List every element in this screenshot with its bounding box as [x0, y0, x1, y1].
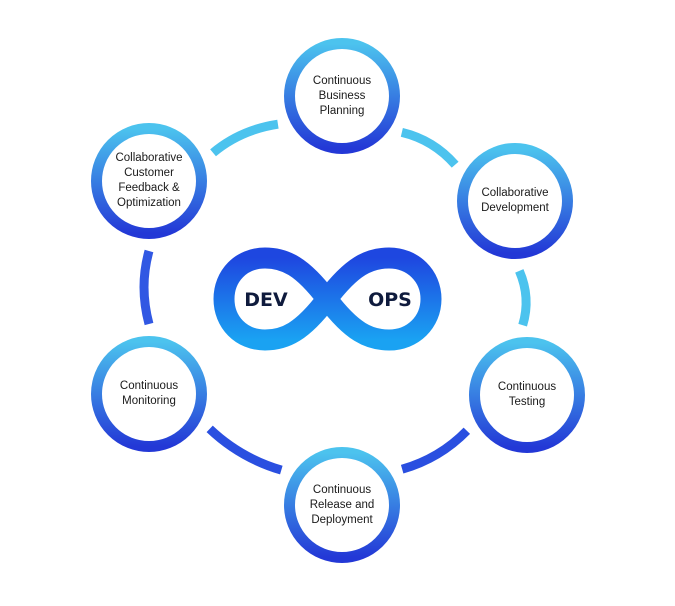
arc-testing-to-release — [400, 427, 471, 474]
node-inner-circle — [469, 155, 561, 247]
node-continuous-monitoring — [91, 336, 207, 452]
arc-development-to-testing — [515, 269, 531, 327]
node-inner-circle — [481, 349, 573, 441]
label-continuous-release-deployment: Continuous Release and Deployment — [309, 483, 375, 526]
cycle-arcs — [139, 119, 531, 475]
infinity-loop-icon — [213, 247, 442, 351]
label-collaborative-development: Collaborative Development — [481, 187, 549, 214]
label-continuous-testing: Continuous Testing — [497, 381, 557, 408]
cycle-nodes — [91, 38, 585, 563]
node-inner-circle — [103, 135, 195, 227]
node-continuous-testing — [469, 337, 585, 453]
label-continuous-monitoring: Continuous Monitoring — [119, 380, 179, 407]
label-collaborative-customer-feedback: Collaborative Customer Feedback & Optimi… — [115, 152, 183, 209]
logo-dev-text: DEV — [244, 289, 288, 311]
arc-monitoring-to-feedback — [139, 249, 154, 326]
label-continuous-business-planning: Continuous Business Planning — [312, 74, 372, 117]
logo-ops-text: OPS — [368, 289, 412, 311]
devops-infinity-logo: DEV OPS — [213, 247, 442, 351]
node-inner-circle — [296, 50, 388, 142]
node-continuous-business-planning — [284, 38, 400, 154]
node-continuous-release-deployment — [284, 447, 400, 563]
node-inner-circle — [103, 348, 195, 440]
node-collaborative-customer-feedback — [91, 123, 207, 239]
node-inner-circle — [296, 459, 388, 551]
arc-feedback-to-planning — [210, 119, 279, 157]
node-collaborative-development — [457, 143, 573, 259]
arc-release-to-monitoring — [206, 425, 283, 475]
arc-planning-to-development — [400, 127, 459, 168]
